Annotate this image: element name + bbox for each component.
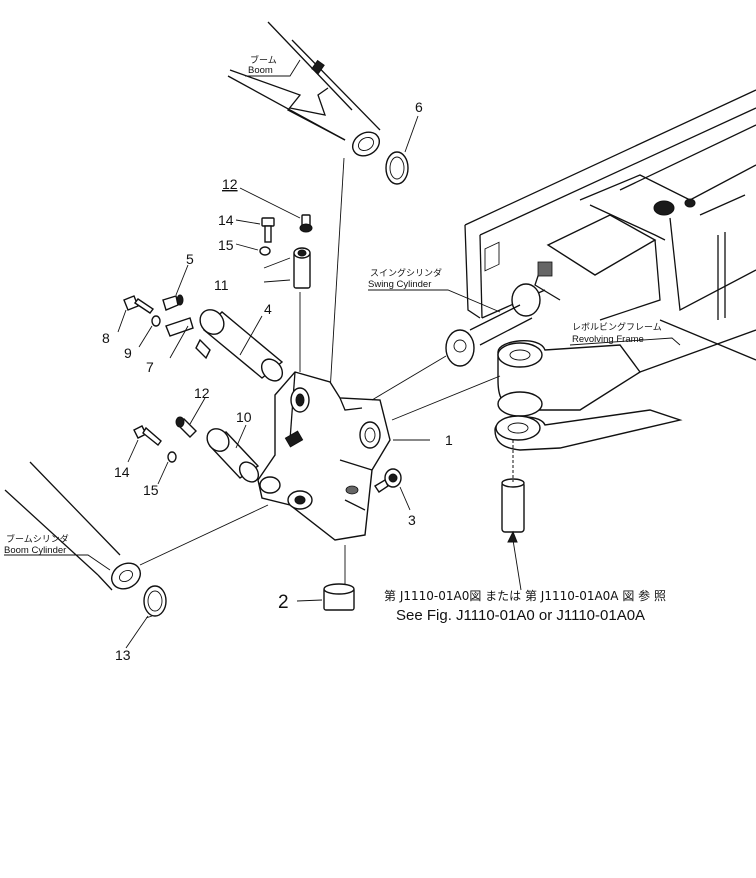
part-number-labels: 1 2 3 4 5 6 7 8 9 10 11 12 12 13 14 14 1… — [102, 99, 453, 663]
part-number-2: 2 — [278, 592, 289, 613]
reference-text-en: See Fig. J1110-01A0 or J1110-01A0A — [396, 607, 645, 624]
plate-7 — [165, 317, 194, 337]
boom-cylinder-label-jp: ブームシリンダ — [6, 533, 69, 545]
part-number-11: 11 — [214, 277, 229, 293]
part-number-4: 4 — [264, 301, 272, 317]
bracket-to-frame-line — [391, 375, 501, 421]
washer-9 — [151, 315, 161, 327]
bolt-8 — [123, 295, 155, 314]
part-number-14-lower: 14 — [114, 464, 130, 480]
boom-label-jp: ブーム — [250, 54, 277, 66]
reference-text-jp: 第 J1110-01A0図 または 第 J1110-01A0A 図 参 照 — [384, 588, 666, 603]
boom-cylinder-structure — [4, 461, 142, 591]
boom-cylinder-leader — [139, 504, 269, 566]
part-number-12-lower: 12 — [194, 385, 210, 401]
revolving-frame-label-jp: レボルビングフレーム — [572, 321, 662, 333]
grease-fitting-12-top — [299, 214, 313, 233]
part-number-12-top: 12 — [222, 176, 238, 192]
swing-cylinder-label-en: Swing Cylinder — [368, 279, 431, 290]
part-number-3: 3 — [408, 512, 416, 528]
grease-fitting-12-lower — [175, 416, 197, 438]
part-number-13: 13 — [115, 647, 131, 663]
part-number-5: 5 — [186, 251, 194, 267]
part-number-10: 10 — [236, 409, 252, 425]
bushing-2 — [323, 583, 355, 611]
washer-15-lower — [167, 451, 177, 463]
bracket-to-cylinder-line — [371, 355, 447, 401]
part-number-6: 6 — [415, 99, 423, 115]
component-callouts: ブーム Boom スイングシリンダ Swing Cylinder レボルビングフ… — [4, 54, 662, 556]
part-number-7: 7 — [146, 359, 154, 375]
part-number-1: 1 — [445, 432, 453, 448]
grease-fitting-5 — [162, 294, 184, 311]
boom-label-en: Boom — [248, 65, 273, 76]
pin-11 — [263, 247, 311, 289]
bolt-14-top — [261, 217, 275, 243]
bolt-14-lower — [133, 425, 162, 446]
revolving-frame-label-en: Revolving Frame — [572, 334, 644, 345]
ring-6 — [385, 151, 409, 185]
swing-cylinder-label-jp: スイングシリンダ — [370, 267, 442, 279]
pin-4 — [195, 309, 284, 382]
washer-15-top — [259, 246, 271, 256]
part-number-9: 9 — [124, 345, 132, 361]
ring-13 — [143, 585, 167, 617]
callout-lines — [4, 59, 681, 649]
frame-swing-bracket — [494, 340, 683, 451]
pin-10 — [206, 428, 260, 483]
swing-bracket-1 — [257, 371, 391, 541]
boom-cylinder-label-en: Boom Cylinder — [4, 545, 66, 556]
part-number-15-lower: 15 — [143, 482, 159, 498]
frame-pin — [501, 440, 525, 533]
revolving-frame-structure — [464, 89, 756, 373]
boom-leader-line — [329, 157, 345, 393]
boom-structure — [227, 21, 381, 157]
part-number-14-top: 14 — [218, 212, 234, 228]
swing-cylinder-mount — [445, 283, 541, 367]
figure-reference: 第 J1110-01A0図 または 第 J1110-01A0A 図 参 照 Se… — [384, 588, 666, 624]
grease-fitting-3 — [374, 468, 402, 493]
part-number-8: 8 — [102, 330, 110, 346]
part-number-15-top: 15 — [218, 237, 234, 253]
